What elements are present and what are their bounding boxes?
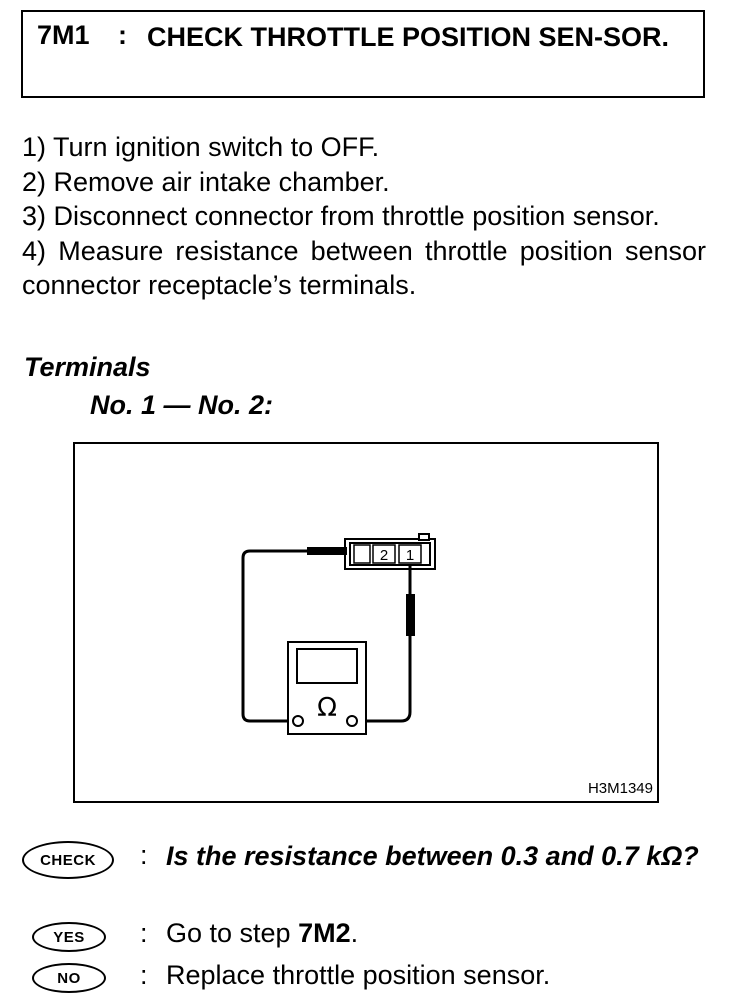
measurement-figure: 2 1 Ω H3M1349 [73,442,659,803]
terminals-spec: No. 1 — No. 2: [90,390,274,420]
step-title: CHECK THROTTLE POSITION SEN-SOR. [147,22,670,52]
terminals-heading: Terminals [24,352,151,382]
procedure-step: 1) Turn ignition switch to OFF. [22,132,380,162]
check-colon: : [140,840,148,870]
circuit-diagram: 2 1 Ω [241,533,436,735]
terminal-2-label: 2 [380,547,388,564]
yes-action-text: Go to step [166,918,299,948]
yes-step-ref: 7M2 [298,918,351,948]
step-code: 7M1 [37,20,90,50]
meter-terminal-left [292,715,304,727]
meter-terminal-right [346,715,358,727]
step-code-colon: : [118,20,127,50]
check-question: Is the resistance between 0.3 and 0.7 kΩ… [166,841,699,871]
yes-action: Go to step 7M2. [166,918,358,949]
terminal-1-label: 1 [406,547,414,564]
probe-lead-left [241,547,347,723]
no-colon: : [140,960,148,990]
ohm-symbol: Ω [317,693,337,723]
yes-action-end: . [350,918,359,948]
no-action: Replace throttle position sensor. [166,960,551,990]
ohmmeter: Ω [287,641,367,735]
check-badge: CHECK [22,841,114,879]
probe-lead-right [357,564,415,723]
procedure-steps: 1) Turn ignition switch to OFF. 2) Remov… [22,130,706,303]
sensor-connector: 2 1 [344,533,436,570]
procedure-step: 4) Measure resistance between throttle p… [22,235,706,301]
no-badge: NO [32,963,106,993]
step-header: 7M1 : CHECK THROTTLE POSITION SEN-SOR. [21,10,705,98]
yes-badge: YES [32,922,106,952]
procedure-step: 3) Disconnect connector from throttle po… [22,201,660,231]
procedure-step: 2) Remove air intake chamber. [22,166,390,197]
yes-colon: : [140,918,148,948]
figure-id: H3M1349 [587,780,653,797]
